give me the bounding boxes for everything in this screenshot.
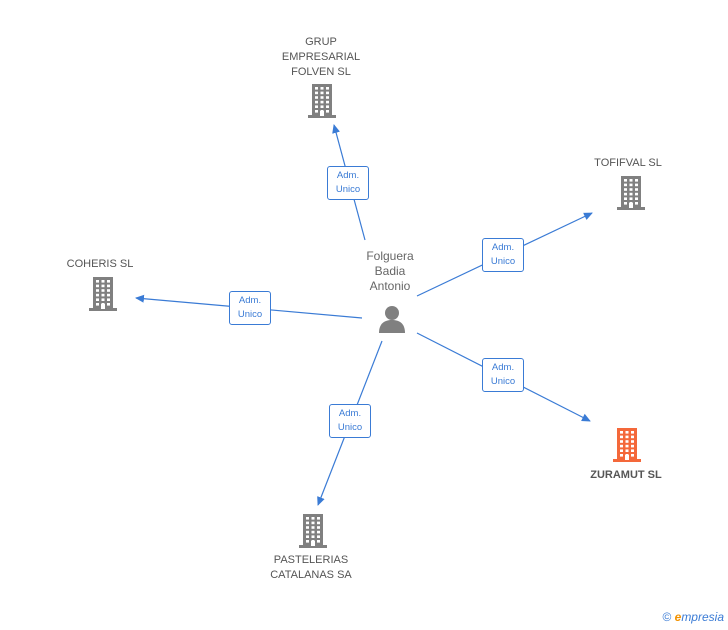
edge-role-line2: Unico — [490, 376, 516, 387]
edge-badge-tofifval[interactable]: Adm. Unico — [482, 238, 524, 272]
edge-badge-grup[interactable]: Adm. Unico — [327, 166, 369, 200]
edge-role-line1: Adm. — [338, 408, 362, 419]
copyright-icon: © — [662, 610, 672, 624]
company-label-tofifval[interactable]: TOFIFVAL SL — [594, 157, 662, 169]
brand-initial: e — [674, 610, 682, 624]
person-icon[interactable] — [377, 304, 407, 334]
building-icon[interactable] — [306, 84, 338, 123]
edge-badge-zuramut[interactable]: Adm. Unico — [482, 358, 524, 392]
edge-role-line2: Unico — [335, 184, 361, 195]
company-label-grup[interactable]: GRUP EMPRESARIAL FOLVEN SL — [281, 36, 361, 78]
brand-name: mpresia — [681, 610, 724, 624]
edge-role-line1: Adm. — [491, 242, 515, 253]
company-label-coheris[interactable]: COHERIS SL — [66, 258, 134, 270]
edge-badge-coheris[interactable]: Adm. Unico — [229, 291, 271, 325]
building-icon-highlight[interactable] — [611, 428, 643, 467]
edge-role-line1: Adm. — [336, 170, 360, 181]
edge-badge-pastelerias[interactable]: Adm. Unico — [329, 404, 371, 438]
company-label-pastelerias[interactable]: PASTELERIAS CATALANAS SA — [270, 554, 352, 581]
edge-role-line2: Unico — [490, 256, 516, 267]
edge-role-line1: Adm. — [238, 295, 262, 306]
building-icon[interactable] — [615, 176, 647, 215]
person-name[interactable]: Folguera Badia Antonio — [366, 249, 414, 293]
building-icon[interactable] — [297, 514, 329, 553]
edge-role-line2: Unico — [337, 422, 363, 433]
footer-brand[interactable]: © empresia — [662, 610, 724, 624]
edge-role-line2: Unico — [237, 309, 263, 320]
edge-role-line1: Adm. — [491, 362, 515, 373]
building-icon[interactable] — [87, 277, 119, 316]
company-label-zuramut[interactable]: ZURAMUT SL — [590, 469, 662, 481]
